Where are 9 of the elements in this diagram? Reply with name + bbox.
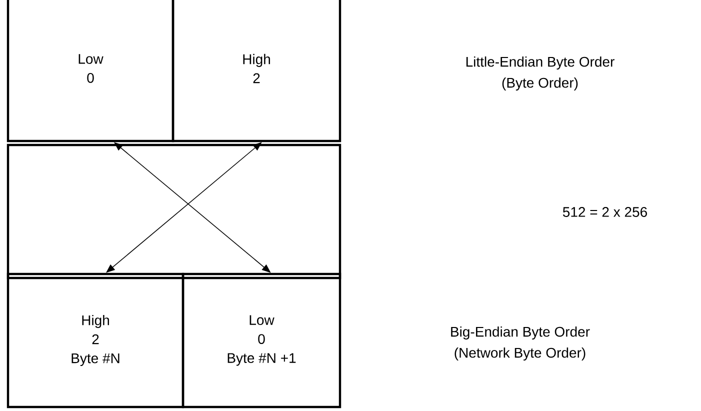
- caption-text: 512 = 2 x 256: [562, 207, 647, 217]
- byte-cell: High 2 Byte #N: [6, 272, 184, 408]
- byte-cell: Low 0 Byte #N +1: [182, 272, 342, 408]
- caption-text: (Network Byte Order): [454, 347, 586, 360]
- caption-text: (Byte Order): [502, 77, 578, 91]
- byte-cell: High 2: [172, 0, 342, 142]
- caption-text: Little-Endian Byte Order: [466, 56, 614, 70]
- byte-cell: Low 0: [6, 0, 174, 142]
- caption-text: Big-Endian Byte Order: [451, 326, 590, 340]
